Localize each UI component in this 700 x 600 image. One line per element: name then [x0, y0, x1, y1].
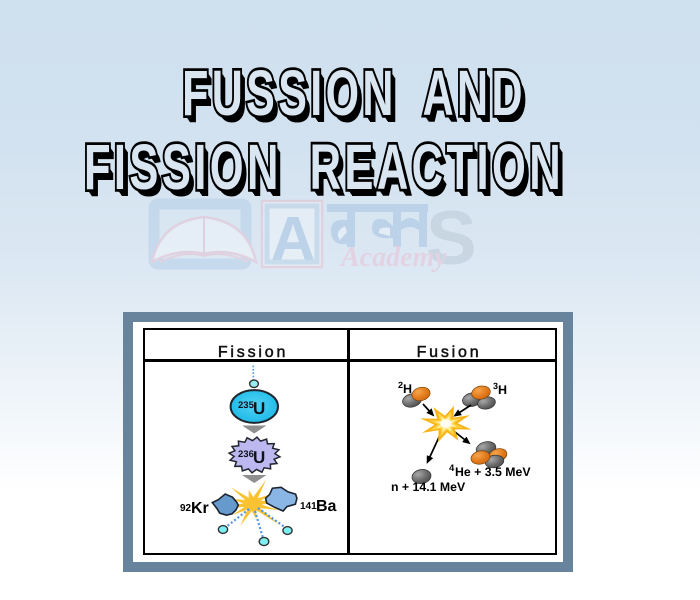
svg-text:Academy: Academy — [339, 242, 447, 273]
svg-text:S: S — [426, 196, 477, 281]
svg-text:236: 236 — [238, 449, 254, 460]
svg-text:92: 92 — [180, 503, 192, 514]
svg-text:Ba: Ba — [316, 498, 337, 515]
svg-text:2: 2 — [398, 380, 403, 390]
svg-text:U: U — [253, 399, 265, 418]
svg-text:H: H — [498, 383, 507, 397]
svg-text:Kr: Kr — [191, 500, 209, 517]
svg-text:4: 4 — [449, 463, 455, 474]
svg-text:U: U — [253, 448, 265, 467]
svg-text:141: 141 — [300, 501, 317, 512]
svg-text:He + 3.5 MeV: He + 3.5 MeV — [455, 465, 531, 479]
svg-text:235: 235 — [238, 400, 255, 411]
svg-text:H: H — [403, 382, 412, 396]
svg-text:A: A — [271, 205, 316, 274]
svg-text:n + 14.1 MeV: n + 14.1 MeV — [391, 480, 466, 494]
svg-text:3: 3 — [493, 381, 498, 391]
